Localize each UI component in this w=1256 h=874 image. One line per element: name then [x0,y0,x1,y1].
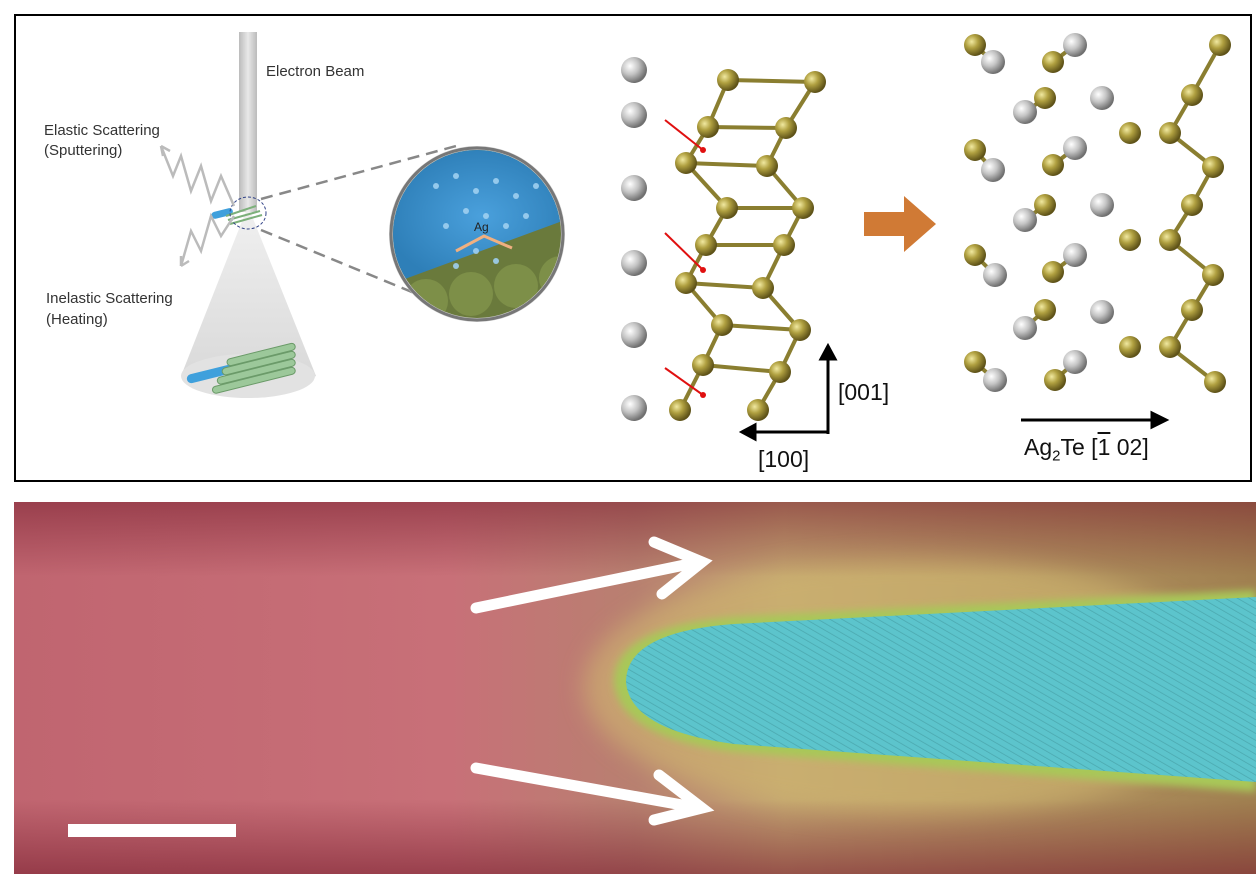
ag-atom [621,57,647,83]
axis-001-label: [001] [838,379,890,405]
scattering-waves [159,144,236,268]
ag-atom [621,250,647,276]
transition-arrow [864,196,936,252]
te-atom [964,139,986,161]
te-atom [1159,336,1181,358]
te-atom [775,117,797,139]
ag-atom [1063,243,1087,267]
bond [702,363,781,374]
te-atom [1181,299,1203,321]
te-atom [1119,336,1141,358]
ag-atom [621,395,647,421]
schematic-graphics [159,32,1231,442]
ag-atom [1013,208,1037,232]
inelastic-scattering-label: Inelastic Scattering [46,290,173,307]
te-atom [1119,122,1141,144]
tem-image [14,502,1256,874]
scale-bar [68,824,236,837]
te-atom [1119,229,1141,251]
axis-100-label: [100] [758,446,810,472]
bond [727,78,816,84]
red-marker-arrow [664,119,704,151]
te-atom [1034,194,1056,216]
te-atom [769,361,791,383]
crystal-structure-right [964,33,1231,393]
te-atom [1181,194,1203,216]
te-atom [1034,299,1056,321]
nanowire-bundle-bottom [186,342,296,394]
te-atom [756,155,778,177]
ag-atom [1090,86,1114,110]
ag2te-direction-label: Ag2Te [1 02] [1024,434,1149,465]
te-atom [1042,261,1064,283]
te-atom [697,116,719,138]
ag-atom [983,368,1007,392]
crystal-structure-left [621,57,826,421]
te-atom [804,71,826,93]
te-atom [711,314,733,336]
ag-atom [621,102,647,128]
bond [721,323,801,332]
tem-image-panel [14,502,1256,874]
red-marker-arrow [664,367,704,396]
te-atom [692,354,714,376]
elastic-scattering-label: Elastic Scattering [44,122,160,139]
sputtering-label: (Sputtering) [44,142,123,159]
heating-label: (Heating) [46,311,108,328]
ag-atom [1013,100,1037,124]
te-atom [964,34,986,56]
te-atom [789,319,811,341]
te-atom [716,197,738,219]
ag-atom [621,322,647,348]
te-atom [964,351,986,373]
te-atom [1042,51,1064,73]
ag-atom [1063,33,1087,57]
te-atom [695,234,717,256]
ag-atom [981,158,1005,182]
ag-atom [1063,350,1087,374]
inset-zoom-circle [389,146,565,322]
axis-arrows-left [738,342,838,442]
schematic-panel: Electron Beam Elastic Scattering (Sputte… [14,14,1252,482]
te-atom [964,244,986,266]
electron-beam-label: Electron Beam [266,63,365,80]
ag-atom [1013,316,1037,340]
red-marker-arrow [664,232,704,271]
te-atom [1034,87,1056,109]
migration-arrows [470,536,715,826]
electron-beam [239,32,257,212]
ag-atom [1090,193,1114,217]
direction-arrow-right [1021,410,1170,430]
te-atom [1042,154,1064,176]
bond [685,161,768,168]
te-atom [1159,229,1181,251]
ag-atom [983,263,1007,287]
bond [685,281,764,290]
te-atom [792,197,814,219]
te-atom [773,234,795,256]
zoom-lines [260,144,457,308]
ag-atom [621,175,647,201]
te-atom [1159,122,1181,144]
sample-nanowires [211,196,267,230]
te-atom [752,277,774,299]
te-atom [1181,84,1203,106]
ag-atom [1090,300,1114,324]
te-atom [747,399,769,421]
te-atom [717,69,739,91]
bond [707,125,787,130]
te-atom [675,272,697,294]
te-atom [669,399,691,421]
ag-atom [981,50,1005,74]
inset-ag-label: Ag [474,220,489,234]
te-atom [1204,371,1226,393]
te-atom [1202,264,1224,286]
ag-atom [1063,136,1087,160]
te-atom [1044,369,1066,391]
te-atom [675,152,697,174]
te-atom [1209,34,1231,56]
te-atom [1202,156,1224,178]
